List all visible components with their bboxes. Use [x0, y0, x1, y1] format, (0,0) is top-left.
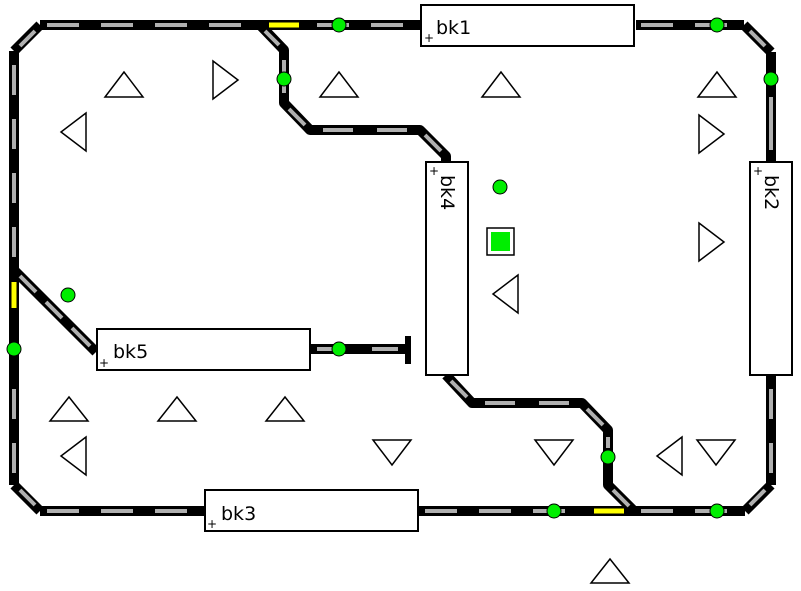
block-label: bk4 — [436, 175, 458, 210]
sensor-icon[interactable] — [6, 341, 22, 357]
signal-up-icon[interactable] — [318, 70, 360, 98]
track-segments — [12, 23, 773, 513]
block-plus-icon: + — [424, 31, 434, 45]
block-plus-icon: + — [99, 356, 109, 370]
block-bk1[interactable]: + bk1 — [420, 4, 635, 47]
sensor-icon[interactable] — [600, 449, 616, 465]
green-square-icon — [491, 232, 510, 251]
block-label: bk5 — [113, 341, 148, 363]
sensor-icon[interactable] — [763, 71, 779, 87]
block-plus-icon: + — [753, 164, 763, 178]
signal-down-icon[interactable] — [371, 439, 413, 467]
sensor-icon[interactable] — [60, 287, 76, 303]
occupied-segments — [11, 22, 624, 514]
block-label: bk2 — [760, 175, 782, 210]
block-label: bk3 — [221, 503, 256, 525]
buffer-stop-icon — [405, 336, 411, 364]
signal-up-icon[interactable] — [589, 557, 631, 584]
block-bk3[interactable]: + bk3 — [204, 489, 419, 532]
signal-right-icon[interactable] — [698, 221, 726, 263]
sensor-icon[interactable] — [331, 17, 347, 33]
block-bk5[interactable]: + bk5 — [96, 328, 311, 371]
sensor-icon[interactable] — [331, 341, 347, 357]
signal-up-icon[interactable] — [696, 70, 738, 98]
signal-up-icon[interactable] — [264, 395, 306, 422]
route-button[interactable] — [486, 227, 515, 256]
block-label: bk1 — [436, 17, 471, 39]
signal-down-icon[interactable] — [533, 439, 575, 467]
sensors — [6, 17, 779, 519]
sensor-icon[interactable] — [709, 503, 725, 519]
sensor-icon[interactable] — [709, 17, 725, 33]
signals — [48, 59, 738, 584]
sensor-icon[interactable] — [276, 71, 292, 87]
signal-up-icon[interactable] — [480, 70, 522, 98]
block-plus-icon: + — [207, 517, 217, 531]
signal-right-icon[interactable] — [698, 113, 726, 155]
signal-left-icon[interactable] — [491, 273, 519, 315]
signal-left-icon[interactable] — [59, 111, 87, 153]
block-bk2[interactable]: + bk2 — [749, 161, 793, 376]
signal-up-icon[interactable] — [103, 70, 145, 98]
block-bk4[interactable]: + bk4 — [425, 161, 469, 376]
track-rails — [9, 20, 776, 516]
sensor-icon[interactable] — [546, 503, 562, 519]
block-plus-icon: + — [429, 164, 439, 178]
signal-right-icon[interactable] — [212, 59, 240, 101]
signal-up-icon[interactable] — [156, 395, 198, 422]
sensor-icon[interactable] — [492, 179, 508, 195]
signal-down-icon[interactable] — [695, 439, 737, 467]
signal-up-icon[interactable] — [48, 395, 90, 422]
signal-left-icon[interactable] — [59, 435, 87, 477]
signal-left-icon[interactable] — [655, 435, 683, 477]
